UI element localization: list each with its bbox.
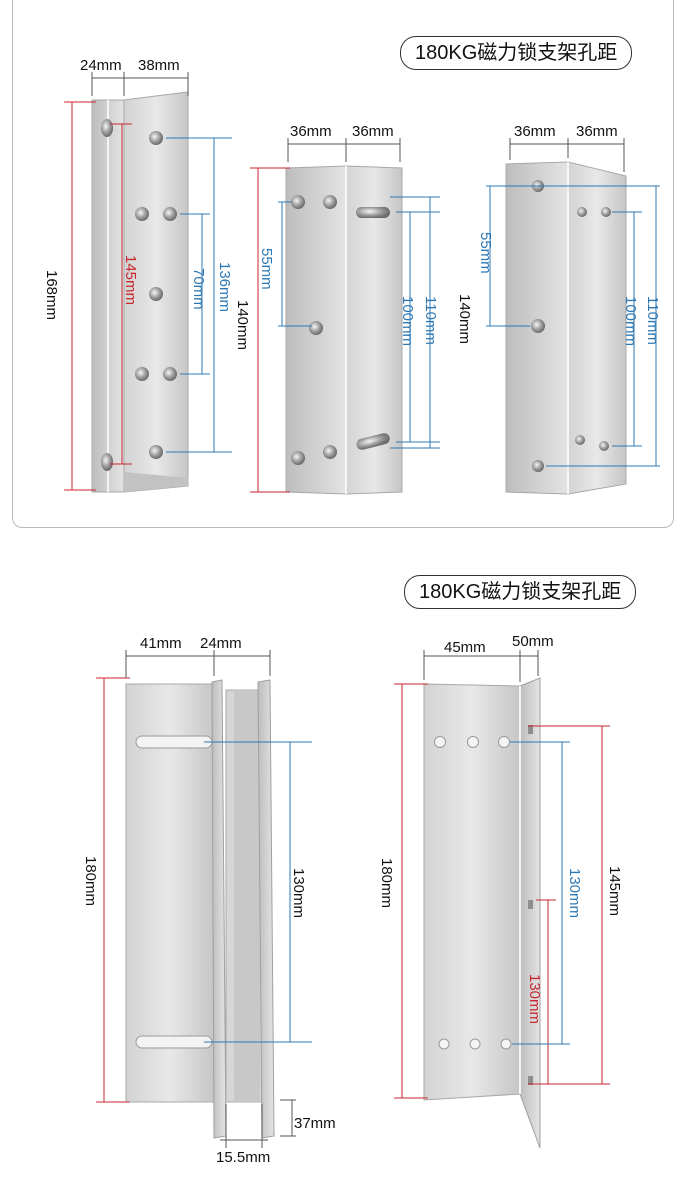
b3-right-100: 100mm [622,296,639,346]
b5-width-left: 45mm [444,639,486,656]
b3-right-110: 110mm [644,296,661,345]
bracket-4-red-lines [96,677,130,1103]
bracket-2-slot-bottom [356,433,390,450]
bracket-4-blue-lines [204,741,312,1043]
bracket-2 [285,165,403,495]
hole [498,736,510,748]
bracket-3 [505,161,627,495]
hole [531,319,545,333]
b1-blue-inner: 70mm [190,268,207,310]
b1-width-right: 38mm [138,57,180,74]
hole [149,131,163,145]
b5-red-130: 130mm [526,974,543,1024]
hole [163,367,177,381]
bracket-5-red-lines [394,683,610,1099]
hole [163,207,177,221]
bracket-1-slot-bottom [101,453,113,471]
hole [467,736,479,748]
bracket-5-width-lines [423,650,539,682]
hole [469,1038,481,1050]
b2-height: 140mm [234,300,251,350]
hole [149,287,163,301]
bracket-5 [423,677,541,1149]
b4-height: 180mm [82,856,99,906]
b3-left-55: 55mm [477,232,494,274]
b3-width-left: 36mm [514,123,556,140]
bracket-4-width-lines [125,650,296,1148]
bracket-2-width-lines [287,138,401,162]
b5-width-right: 50mm [512,633,554,650]
bracket-1-red-lines [64,101,132,491]
hole [599,441,609,451]
bracket-3-blue-lines [486,185,660,467]
b5-outer-145: 145mm [606,866,623,916]
bracket-1-width-lines [91,72,189,96]
b5-height: 180mm [378,858,395,908]
b1-width-left: 24mm [80,57,122,74]
hole [532,460,544,472]
bracket-1-slot-top [101,119,113,137]
bottom-title: 180KG磁力锁支架孔距 [404,575,637,609]
bracket-1 [91,91,189,493]
hole [135,367,149,381]
hole [438,1038,450,1050]
b2-width-right: 36mm [352,123,394,140]
hole [601,207,611,217]
bracket-4-slot-top [135,735,213,749]
bracket-4-face [125,683,215,1103]
hole [500,1038,512,1050]
b2-right-100: 100mm [399,296,416,346]
b4-width-right: 24mm [200,635,242,652]
b3-width-right: 36mm [576,123,618,140]
hole [575,435,585,445]
top-title: 180KG磁力锁支架孔距 [400,36,633,70]
hole [149,445,163,459]
hole [291,451,305,465]
b1-height: 168mm [43,270,60,320]
bracket-3-width-lines [509,138,625,172]
b4-depth: 37mm [294,1115,336,1132]
hole [135,207,149,221]
hole [309,321,323,335]
hole [577,207,587,217]
bracket-2-blue-lines [278,196,440,449]
bracket-2-slot-top [356,207,390,218]
hole [323,445,337,459]
b5-blue-130: 130mm [566,868,583,918]
bracket-5-blue-lines [510,741,570,1045]
hole [291,195,305,209]
bracket-2-red-lines [250,167,290,493]
b1-red-inner: 145mm [122,255,139,305]
bracket-4-flange-right [257,679,275,1139]
b2-left-55: 55mm [258,248,275,290]
bracket-4 [125,679,275,1139]
b4-width-left: 41mm [140,635,182,652]
bracket-4-slot-bottom [135,1035,213,1049]
b2-right-110: 110mm [422,296,439,345]
b2-width-left: 36mm [290,123,332,140]
b4-slot-130: 130mm [290,868,307,918]
b3-height: 140mm [456,294,473,344]
b4-gap: 15.5mm [216,1149,270,1166]
bracket-1-blue-lines [166,137,232,453]
b1-blue-outer: 136mm [216,262,233,312]
bracket-4-flange-left [211,679,227,1139]
hole [434,736,446,748]
hole [323,195,337,209]
